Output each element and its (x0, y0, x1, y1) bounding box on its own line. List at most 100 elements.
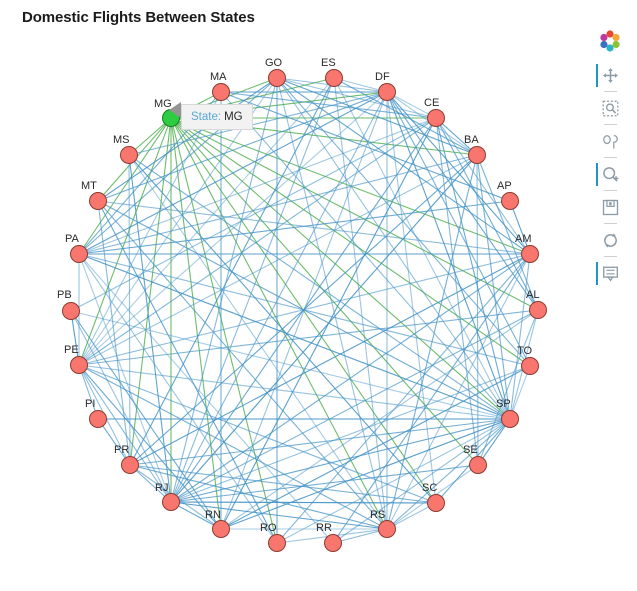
graph-node-rr[interactable] (324, 534, 342, 552)
graph-node-rn[interactable] (212, 520, 230, 538)
graph-node-pa[interactable] (70, 245, 88, 263)
plotly-logo[interactable] (597, 28, 623, 54)
graph-edge (477, 418, 511, 466)
graph-edge (78, 364, 388, 530)
graph-node-al[interactable] (529, 301, 547, 319)
tooltip-key: State: (191, 111, 222, 123)
graph-node-label-se: SE (463, 444, 478, 456)
graph-node-to[interactable] (521, 357, 539, 375)
graph-edge (509, 200, 531, 255)
graph-node-label-rs: RS (370, 509, 385, 521)
modebar-separator (603, 157, 617, 158)
graph-node-df[interactable] (378, 83, 396, 101)
graph-edge (435, 117, 531, 255)
modebar-button-zoom-in[interactable] (595, 159, 625, 189)
graph-node-ap[interactable] (501, 192, 519, 210)
graph-edge (386, 253, 531, 530)
modebar-button-hover-compare[interactable] (595, 258, 625, 288)
graph-node-am[interactable] (521, 245, 539, 263)
graph-edge (129, 464, 172, 503)
graph-edge (276, 418, 511, 544)
modebar-button-box-select[interactable] (595, 93, 625, 123)
graph-node-sp[interactable] (501, 410, 519, 428)
modebar-button-reset[interactable] (595, 225, 625, 255)
graph-node-label-rj: RJ (155, 482, 168, 494)
graph-edge (97, 200, 388, 530)
graph-node-ba[interactable] (468, 146, 486, 164)
graph-node-label-rr: RR (316, 522, 332, 534)
page-title: Domestic Flights Between States (22, 9, 255, 26)
modebar-button-lasso-select[interactable] (595, 126, 625, 156)
graph-node-ro[interactable] (268, 534, 286, 552)
graph-edge (78, 200, 511, 255)
graph-edge (220, 309, 539, 530)
graph-node-es[interactable] (325, 69, 343, 87)
graph-edge (220, 365, 531, 530)
graph-edge (220, 418, 511, 530)
graph-node-label-df: DF (375, 71, 390, 83)
graph-node-pi[interactable] (89, 410, 107, 428)
graph-node-mt[interactable] (89, 192, 107, 210)
graph-edge (477, 309, 539, 466)
graph-edge (386, 91, 531, 367)
modebar-button-save[interactable] (595, 192, 625, 222)
graph-node-label-ba: BA (464, 134, 479, 146)
modebar-separator (603, 223, 617, 224)
graph-node-se[interactable] (469, 456, 487, 474)
graph-edge (128, 154, 388, 530)
graph-node-label-am: AM (515, 233, 532, 245)
modebar-separator (603, 190, 617, 191)
graph-edge (333, 77, 388, 93)
graph-edge (78, 77, 335, 366)
graph-node-label-ma: MA (210, 71, 227, 83)
graph-edge (333, 77, 511, 420)
graph-node-label-to: TO (517, 345, 533, 357)
graph-node-sc[interactable] (427, 494, 445, 512)
graph-edge (276, 253, 531, 544)
plotly-modebar[interactable] (593, 28, 627, 288)
graph-edge (78, 364, 172, 503)
graph-edge (97, 200, 278, 544)
graph-node-label-mt: MT (81, 180, 97, 192)
graph-edge (170, 501, 222, 530)
graph-edge (78, 117, 172, 366)
graph-node-rs[interactable] (378, 520, 396, 538)
graph-node-label-sc: SC (422, 482, 437, 494)
graph-edge (170, 117, 222, 530)
graph-node-pr[interactable] (121, 456, 139, 474)
graph-node-ms[interactable] (120, 146, 138, 164)
graph-edge (170, 77, 335, 503)
nodes-layer[interactable] (62, 69, 547, 552)
zoom-in-icon (602, 166, 618, 182)
graph-edge (170, 154, 478, 503)
graph-edge (78, 253, 334, 544)
graph-edge (170, 464, 479, 503)
tooltip-value: MG (224, 111, 243, 123)
reset-icon (603, 232, 617, 248)
graph-edge (476, 154, 511, 420)
graph-edge (128, 154, 131, 466)
graph-node-ce[interactable] (427, 109, 445, 127)
graph-node-label-pi: PI (85, 398, 95, 410)
graph-edge (97, 91, 388, 202)
graph-node-rj[interactable] (162, 493, 180, 511)
graph-node-pb[interactable] (62, 302, 80, 320)
graph-edge (78, 154, 478, 366)
graph-edge (276, 77, 478, 156)
graph-node-ma[interactable] (212, 83, 230, 101)
graph-node-label-go: GO (265, 57, 283, 69)
graph-edge (170, 365, 531, 503)
modebar-button-pan[interactable] (595, 60, 625, 90)
graph-node-label-mg: MG (154, 98, 172, 110)
graph-node-go[interactable] (268, 69, 286, 87)
graph-edge (78, 91, 388, 366)
graph-edge (170, 253, 531, 503)
graph-edge (78, 364, 511, 420)
graph-edge (170, 117, 278, 544)
graph-edge (386, 418, 511, 530)
hover-tooltip: State: MG (181, 104, 253, 130)
graph-node-pe[interactable] (70, 356, 88, 374)
